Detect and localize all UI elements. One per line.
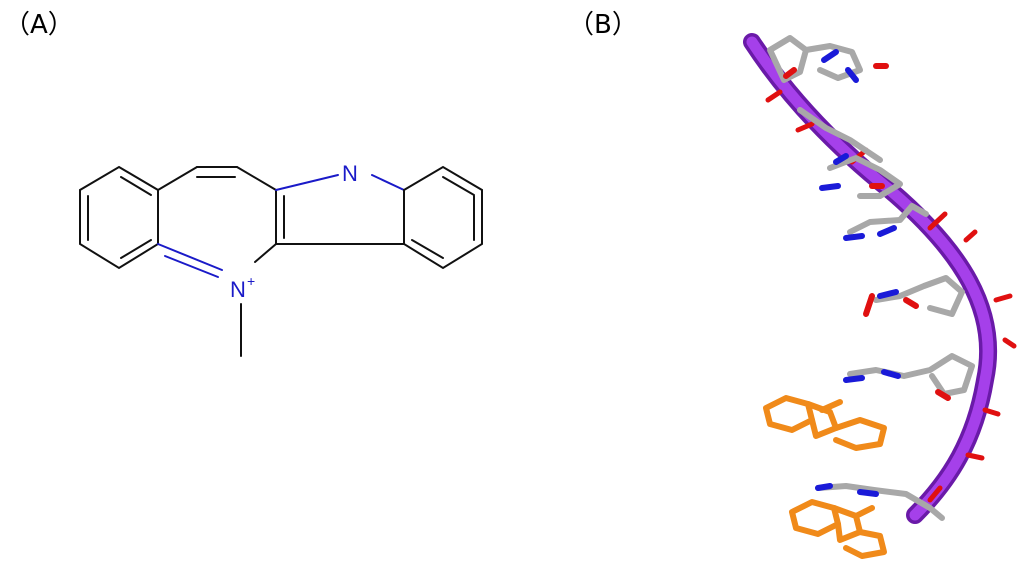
base-oxygens bbox=[783, 63, 951, 401]
right-benzene-ring bbox=[403, 165, 483, 270]
right-ring-double-bonds bbox=[411, 176, 475, 259]
panel-label-a: （A） bbox=[4, 10, 74, 40]
panel-label-b: （B） bbox=[568, 10, 638, 40]
pyrrole-ring bbox=[275, 174, 405, 245]
base-nitrogens bbox=[815, 49, 901, 497]
atom-n-plus: N bbox=[230, 277, 246, 302]
left-ring-double-bonds bbox=[87, 176, 152, 259]
left-benzene-ring bbox=[79, 165, 159, 270]
ligand-bottom bbox=[789, 499, 887, 559]
charge-plus: + bbox=[247, 273, 255, 289]
chemical-structure bbox=[79, 165, 483, 357]
nucleotide-sticks bbox=[767, 35, 975, 521]
ligand-top bbox=[763, 395, 887, 451]
dna-model bbox=[743, 33, 1017, 559]
pyridinium-ring bbox=[157, 166, 285, 278]
atom-n-ring: N bbox=[342, 161, 358, 186]
